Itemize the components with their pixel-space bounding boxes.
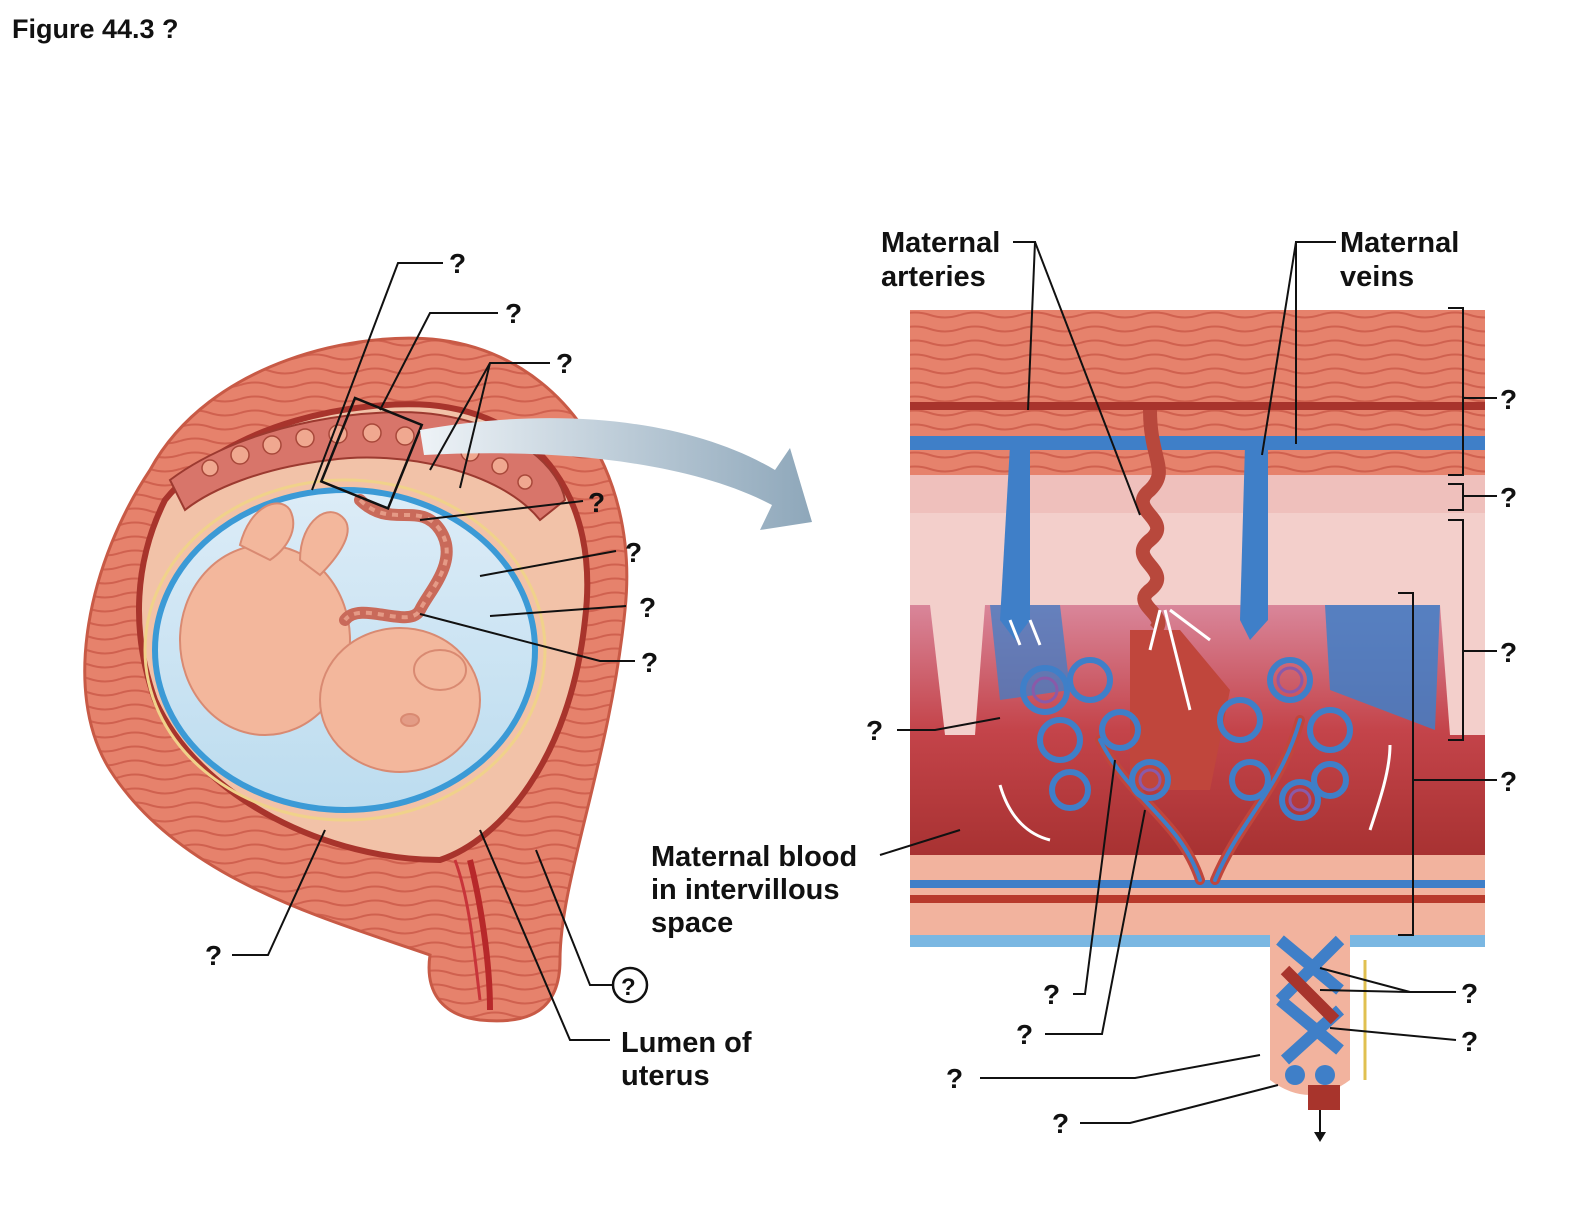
fetus [179,502,481,773]
question-mark: ? [1500,637,1517,668]
question-mark: ? [588,487,605,518]
circled-question-mark [611,966,649,1004]
flow-arrows [998,608,1392,842]
label-maternal-arteries-2: arteries [881,261,986,293]
question-mark: ? [449,248,466,279]
question-mark: ? [641,647,658,678]
question-mark: ? [1500,482,1517,513]
labels: Maternal arteries Maternal veins Materna… [205,227,1517,1139]
question-mark: ? [1043,979,1060,1010]
label-lumen-of-uterus-2: uterus [621,1060,710,1092]
label-maternal-blood-3: space [651,907,733,939]
question-mark: ? [1500,384,1517,415]
question-mark: ? [1500,766,1517,797]
maternal-vein-line [910,436,1485,450]
question-mark: ? [866,715,883,746]
placenta-detail [910,310,1485,1142]
cervical-canal [467,859,493,1011]
label-lumen-of-uterus-1: Lumen of [621,1027,752,1059]
leader-lines [232,241,1497,1124]
uterus-illustration [83,336,629,1023]
question-mark: ? [621,974,636,1001]
figure-title: Figure 44.3 ? [12,14,179,44]
label-maternal-veins-1: Maternal [1340,227,1459,259]
label-maternal-arteries-1: Maternal [881,227,1000,259]
maternal-artery-line [910,402,1485,410]
question-mark: ? [1461,978,1478,1009]
question-mark: ? [1461,1026,1478,1057]
umbilical-cord-detail [1270,935,1350,1142]
label-maternal-blood-2: in intervillous [651,874,840,906]
question-mark: ? [556,348,573,379]
label-maternal-blood-1: Maternal blood [651,841,857,873]
chorionic-villi [1020,657,1353,885]
question-mark: ? [625,537,642,568]
question-mark: ? [1052,1108,1069,1139]
question-mark: ? [639,592,656,623]
label-maternal-veins-2: veins [1340,261,1414,293]
zoom-arrow [420,418,812,530]
question-mark: ? [1016,1019,1033,1050]
question-mark: ? [946,1063,963,1094]
zoom-box [319,396,424,511]
question-mark: ? [205,940,222,971]
question-mark: ? [505,298,522,329]
spiral-artery [1135,409,1166,635]
